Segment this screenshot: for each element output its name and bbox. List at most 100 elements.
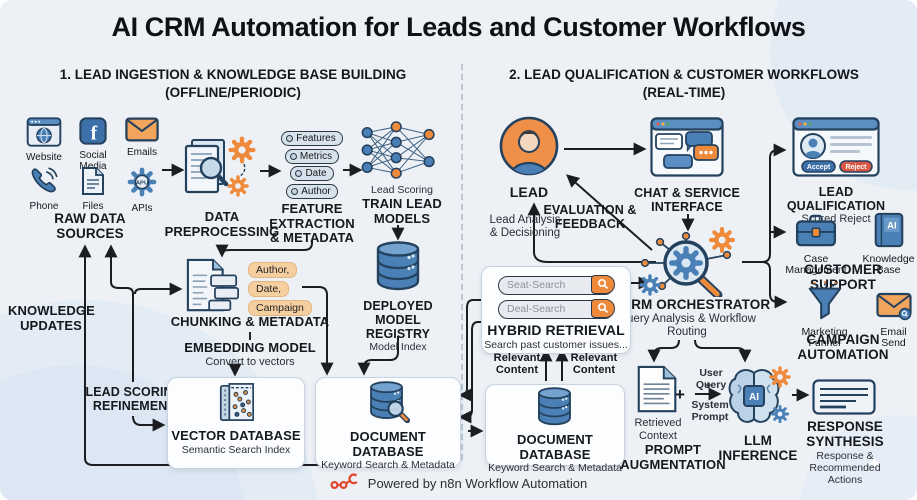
response-synthesis-sub: Response & Recommended Actions — [809, 450, 881, 487]
evaluation-feedback-label: EVALUATION & FEEDBACK — [543, 203, 637, 231]
train-lead-models-label: TRAIN LEAD MODELS — [362, 196, 442, 226]
source-label: Social Media — [79, 150, 107, 172]
accept-button[interactable]: Accept — [801, 160, 836, 173]
llm-inference-label: LLM INFERENCE — [718, 433, 798, 464]
search-field-bottom[interactable]: Deal-Search — [498, 298, 615, 319]
embedding-model: EMBEDDING MODEL Convert to vectors — [180, 332, 320, 368]
response-panel-icon — [812, 379, 876, 419]
orchestrator-icon-wrap — [634, 227, 740, 302]
retrieved-context-icon-wrap — [636, 365, 680, 420]
source-label: Website — [26, 152, 62, 163]
document-database-card: DOCUMENT DATABASE Keyword Search & Metad… — [315, 377, 461, 471]
lead-qualification-node: Accept Reject LEAD QUALIFICATION Scored … — [786, 117, 886, 226]
feature-tag: Metrics — [284, 148, 340, 164]
orchestrator-magnifier-gear-icon — [634, 284, 740, 301]
train-caption: Lead Scoring — [371, 184, 433, 196]
chunk-tags: Author, Date, Campaign — [248, 262, 312, 319]
section-1-heading: 1. LEAD INGESTION & KNOWLEDGE BASE BUILD… — [28, 66, 438, 101]
section-2-heading-line1: 2. LEAD QUALIFICATION & CUSTOMER WORKFLO… — [509, 67, 859, 82]
chunking-doc-icon-wrap — [184, 258, 242, 319]
footer-text: Powered by n8n Workflow Automation — [367, 475, 588, 491]
briefcase-icon — [794, 214, 838, 253]
section-2-heading-line2: (REAL-TIME) — [642, 84, 726, 100]
feature-tags: Features Metrics Date Author — [276, 131, 348, 201]
document-database-card-2: DOCUMENT DATABASE Keyword Search & Metad… — [485, 384, 625, 474]
search-button[interactable] — [590, 274, 615, 294]
profile-review-window-icon: Accept Reject — [792, 117, 880, 182]
case-management-label: Case Management — [785, 253, 847, 277]
orchestrator-label: AI CRM ORCHESTRATOR — [603, 297, 771, 312]
website-browser-icon — [26, 117, 62, 152]
source-label: Emails — [126, 147, 157, 158]
svg-text:Reject: Reject — [845, 164, 867, 171]
raw-data-sources-grid: Website f Social Media Emails — [21, 117, 165, 214]
hybrid-retrieval-label: HYBRID RETRIEVAL — [487, 322, 625, 338]
page-title: AI CRM Automation for Leads and Customer… — [111, 12, 806, 42]
feature-tag-label: Date — [305, 168, 327, 179]
lead-avatar-icon — [498, 115, 560, 182]
chunking-label: CHUNKING & METADATA — [170, 314, 330, 329]
database-icon — [534, 387, 576, 432]
connector-line — [249, 332, 251, 340]
vector-index-icon — [216, 382, 256, 427]
source-label: Phone — [29, 201, 59, 212]
funnel-icon — [805, 280, 845, 326]
tag-icon — [295, 170, 303, 177]
lead-scoring-refinement-label: LEAD SCORING REFINEMENT — [85, 385, 183, 413]
plus-sign: + — [674, 385, 686, 404]
svg-text:APU: APU — [136, 180, 148, 186]
search-field-bottom-text: Deal-Search — [507, 303, 566, 315]
vector-db-sub: Semantic Search Index — [181, 443, 291, 456]
vector-database-card: VECTOR DATABASE Semantic Search Index — [167, 377, 305, 469]
hybrid-retrieval-card: Seat-Search Deal-Search HYBRID RETRIEVAL… — [481, 266, 631, 354]
query-plus-sign: + — [704, 380, 712, 392]
lead-label: LEAD — [509, 184, 549, 200]
registry-sub: Model Index — [369, 341, 427, 353]
raw-data-sources-label: RAW DATA SOURCES — [54, 211, 126, 242]
section-1-heading-line1: 1. LEAD INGESTION & KNOWLEDGE BASE BUILD… — [59, 67, 407, 82]
deployed-model-registry: DEPLOYED MODEL REGISTRY Model Index — [343, 241, 453, 353]
marketing-funnel: Marketing Funnel — [789, 280, 860, 349]
llm-icon-wrap: AI — [724, 363, 792, 434]
email-send: Email Send — [870, 291, 917, 349]
system-prompt-label: System Prompt — [691, 399, 729, 424]
metadata-tag: Author, — [248, 262, 298, 278]
reject-button[interactable]: Reject — [839, 160, 873, 173]
data-preprocessing: DATA PREPROCESSING — [165, 136, 279, 239]
document-db2-sub: Keyword Search & Metadata — [488, 462, 622, 475]
ai-book-icon: AI — [873, 212, 905, 253]
source-label: Files — [82, 201, 104, 212]
tag-icon — [289, 152, 297, 160]
source-apis: APU APIs — [119, 166, 165, 214]
feature-tag-label: Metrics — [299, 150, 333, 162]
embedding-label: EMBEDDING MODEL — [184, 340, 316, 355]
hybrid-retrieval-sub: Search past customer issues... — [484, 338, 628, 351]
envelope-icon — [125, 117, 159, 147]
phone-icon — [29, 166, 59, 201]
svg-text:AI: AI — [887, 221, 896, 232]
section-2-heading: 2. LEAD QUALIFICATION & CUSTOMER WORKFLO… — [474, 66, 894, 101]
source-label: APIs — [131, 203, 153, 214]
chat-window-icon — [650, 117, 724, 182]
relevant-content-left-label: Relevant Content — [493, 352, 541, 377]
feature-extraction-label: FEATURE EXTRACTION & METADATA — [269, 201, 355, 246]
search-field-top[interactable]: Seat-Search — [498, 274, 615, 295]
registry-label: DEPLOYED MODEL REGISTRY — [363, 299, 433, 341]
api-gear-icon: APU — [126, 166, 158, 203]
chat-interface-label: CHAT & SERVICE INTERFACE — [634, 186, 740, 214]
document-icon — [636, 365, 680, 419]
vector-db-label: VECTOR DATABASE — [171, 428, 301, 443]
source-emails: Emails — [119, 117, 165, 164]
source-files: Files — [70, 166, 116, 213]
chunked-document-icon — [184, 258, 242, 318]
case-management: Case Management — [784, 214, 848, 276]
section-divider — [461, 64, 463, 460]
neural-network-icon — [356, 121, 448, 184]
data-preprocessing-label: DATA PREPROCESSING — [164, 209, 280, 239]
feature-tag: Author — [286, 183, 338, 199]
source-phone: Phone — [21, 166, 67, 213]
search-button[interactable] — [590, 298, 615, 318]
customer-support-icons: Case Management AI Knowledge Base — [784, 212, 917, 276]
feature-tag-label: Features — [296, 133, 336, 144]
